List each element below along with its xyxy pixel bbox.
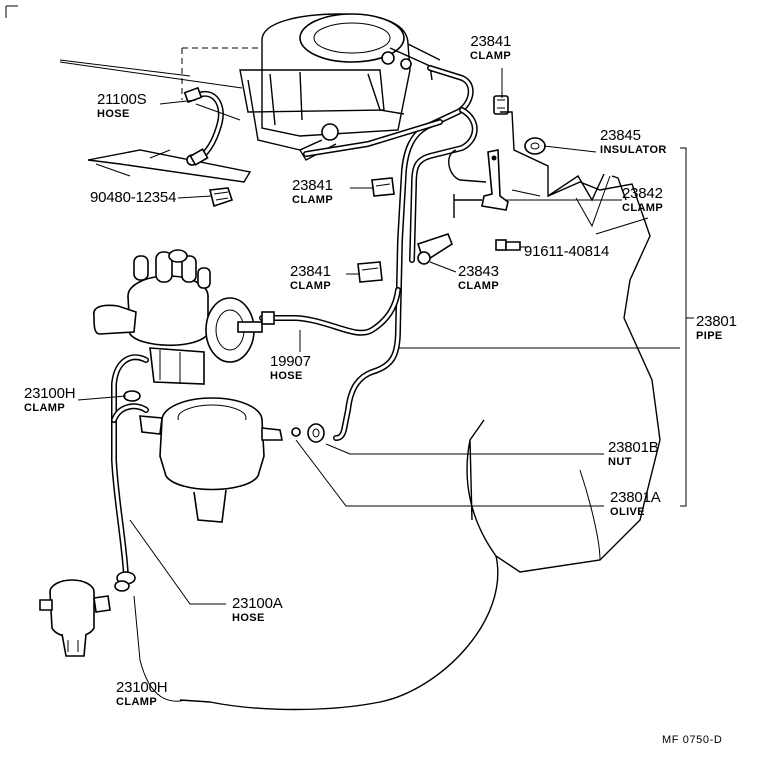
label-23100a: 23100A HOSE [232,596,283,624]
label-23841-mid: 23841 CLAMP [292,178,333,206]
part-name: HOSE [270,370,303,382]
label-90480: 90480-12354 [90,190,176,205]
part-name: CLAMP [458,280,500,292]
hose-23100a [111,354,149,579]
label-23801a: 23801A OLIVE [610,490,661,518]
clamp-23100h-top [123,390,141,402]
carburetor-assembly [59,13,441,183]
leader-lines [77,68,694,702]
label-21100s: 21100S HOSE [97,91,147,120]
part-number: 21100S [97,91,147,108]
part-name: CLAMP [622,202,664,214]
part-number: 23841 [292,177,333,194]
part-name: CLAMP [116,696,158,708]
distributor [93,249,263,385]
part-number: 23841 [470,33,512,50]
label-19907: 19907 HOSE [270,354,311,382]
clip-90480 [209,187,234,208]
label-23841-low: 23841 CLAMP [290,264,331,292]
clamp-23841-mid [371,177,395,197]
label-23845: 23845 INSULATOR [600,128,667,156]
part-number: 19907 [270,353,311,370]
part-number: 23842 [622,185,663,202]
label-23841-top: 23841 CLAMP [470,34,511,62]
part-number: 23801A [610,489,661,506]
part-number: 90480-12354 [90,189,177,206]
part-number: 23100H [116,679,168,696]
engine-block-outline [179,111,661,711]
part-number: 23845 [600,127,641,144]
part-name: HOSE [232,612,265,624]
part-name: INSULATOR [600,144,667,156]
fuel-filter-assembly [139,397,325,523]
clamp-23842 [448,149,509,218]
label-91611: 91611-40814 [524,244,609,259]
clamp-23841-low [357,261,383,283]
part-number: 23801B [608,439,659,456]
part-name: CLAMP [470,50,512,62]
clamp-23843 [416,233,453,265]
part-name: OLIVE [610,506,646,518]
part-number: 23100H [24,385,76,402]
inline-fuel-filter [39,579,111,657]
diagram-code: MF 0750-D [662,734,723,746]
label-23801b: 23801B NUT [608,440,659,468]
part-number: 23801 [696,313,737,330]
part-name: CLAMP [290,280,332,292]
part-number: 23843 [458,263,499,280]
label-23100h-bottom: 23100H CLAMP [116,679,168,708]
corner-mark [5,5,18,18]
label-23842: 23842 CLAMP [622,186,663,214]
clamp-23100h-bottom [114,571,136,592]
label-23801: 23801 PIPE [696,314,737,342]
hose-21100s [183,86,224,166]
label-23843: 23843 CLAMP [458,264,499,292]
part-name: NUT [608,456,632,468]
clamp-23841-top [493,95,509,115]
part-number: 23100A [232,595,283,612]
part-name: CLAMP [292,194,334,206]
part-name: PIPE [696,330,723,342]
part-number: 23841 [290,263,331,280]
part-name: HOSE [97,108,130,120]
label-23100h-top: 23100H CLAMP [24,385,76,414]
part-name: CLAMP [24,402,66,414]
insulator-23845 [524,137,546,155]
pipe-23801 [303,65,478,441]
bolt-91611 [495,239,521,251]
part-number: 91611-40814 [524,243,610,260]
